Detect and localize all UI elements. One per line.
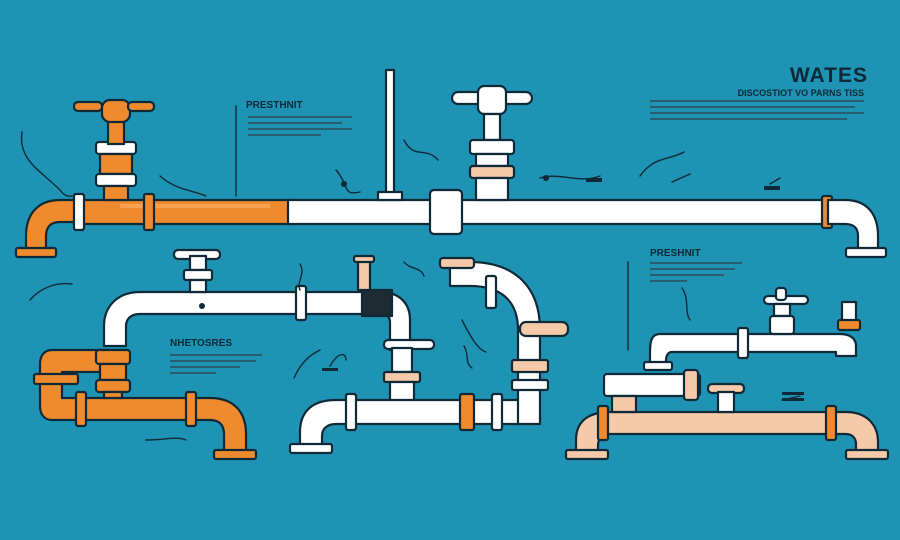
valve-handle[interactable]: [518, 320, 570, 338]
right-assembly: [564, 286, 890, 461]
valve-top-center: [450, 84, 534, 202]
top-orange-run: [78, 198, 292, 226]
top-left-foot: [14, 246, 58, 259]
fine-print-block: [650, 262, 742, 286]
valve-top-left: [72, 98, 156, 202]
right-upper-pipe: [648, 332, 858, 368]
top-main-pipe: [14, 188, 888, 259]
white-bottom-pipe: [298, 398, 522, 448]
page-title: WATES: [789, 64, 868, 87]
valve-handle[interactable]: [72, 100, 104, 113]
label-middle-right: PRESHNIT: [650, 248, 701, 259]
fine-print-block: [170, 354, 262, 378]
middle-left-assembly: [32, 248, 412, 461]
orange-lower-pipe: [38, 348, 248, 454]
scribble-marks: [322, 175, 804, 401]
top-right-foot: [844, 246, 888, 259]
decorative-lines: [20, 105, 801, 441]
fine-print-block: [248, 116, 352, 140]
fitting: [142, 192, 156, 232]
label-top-left: PRESTHNIT: [246, 100, 303, 111]
fitting: [72, 192, 86, 232]
middle-center-assembly: [288, 254, 570, 455]
tee-fitting: [428, 188, 464, 236]
valve-handle[interactable]: [126, 100, 156, 113]
top-right-elbow: [826, 198, 880, 254]
top-white-run: [286, 198, 830, 226]
label-middle-left: NHETOSRES: [170, 338, 233, 349]
page-subtitle: DISCOSTIOT VO PARNS TISS: [737, 88, 864, 98]
vertical-pole: [376, 68, 404, 202]
fine-print-block: [650, 100, 864, 124]
